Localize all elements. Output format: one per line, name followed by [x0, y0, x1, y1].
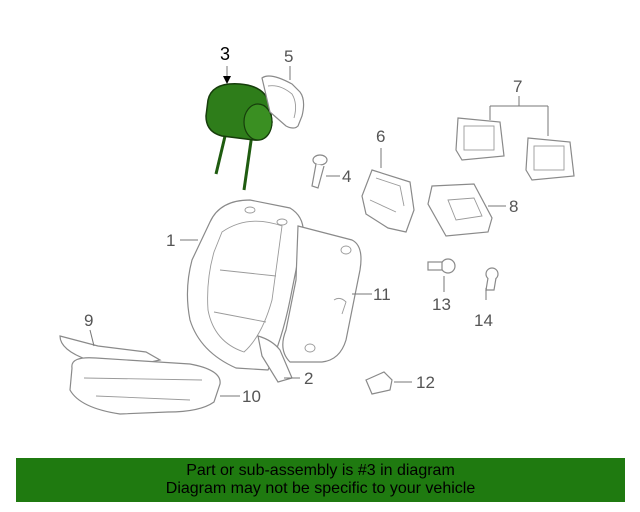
module-part-8[interactable] [427, 183, 493, 237]
clip-part-12[interactable] [365, 371, 393, 395]
callout-3: 3 [220, 44, 230, 64]
callout-11: 11 [373, 285, 391, 304]
headrest-frame-part-5[interactable] [261, 75, 305, 129]
callout-14: 14 [474, 311, 493, 330]
callout-10: 10 [242, 387, 261, 406]
callout-12: 12 [416, 373, 435, 392]
banner-line-2: Diagram may not be specific to your vehi… [165, 480, 476, 497]
clip-part-4[interactable] [311, 154, 328, 189]
callout-6: 6 [376, 127, 385, 146]
callout-2: 2 [304, 369, 313, 388]
callout-7: 7 [513, 77, 522, 96]
display-part-7b[interactable] [525, 137, 575, 181]
callout-8: 8 [509, 197, 518, 216]
callout-9: 9 [84, 311, 93, 330]
callout-1: 1 [166, 231, 175, 250]
parts-diagram: 3 5 4 6 7 8 [59, 44, 575, 415]
seat-cushion-part-10[interactable] [69, 357, 221, 415]
info-banner: Part or sub-assembly is #3 in diagram Di… [16, 458, 625, 502]
fastener-part-14[interactable] [485, 267, 499, 291]
seat-back-part-1[interactable] [186, 199, 304, 371]
trim-part-2[interactable] [257, 335, 293, 383]
knob-part-13[interactable] [427, 258, 456, 274]
callout-13: 13 [432, 295, 451, 314]
back-panel-part-11[interactable] [282, 225, 362, 363]
bracket-part-6[interactable] [361, 169, 415, 233]
headrest-part-3[interactable] [205, 83, 273, 191]
display-part-7a[interactable] [455, 117, 505, 161]
callout-5: 5 [284, 47, 293, 66]
callout-4: 4 [342, 167, 351, 186]
banner-line-1: Part or sub-assembly is #3 in diagram [186, 462, 455, 479]
